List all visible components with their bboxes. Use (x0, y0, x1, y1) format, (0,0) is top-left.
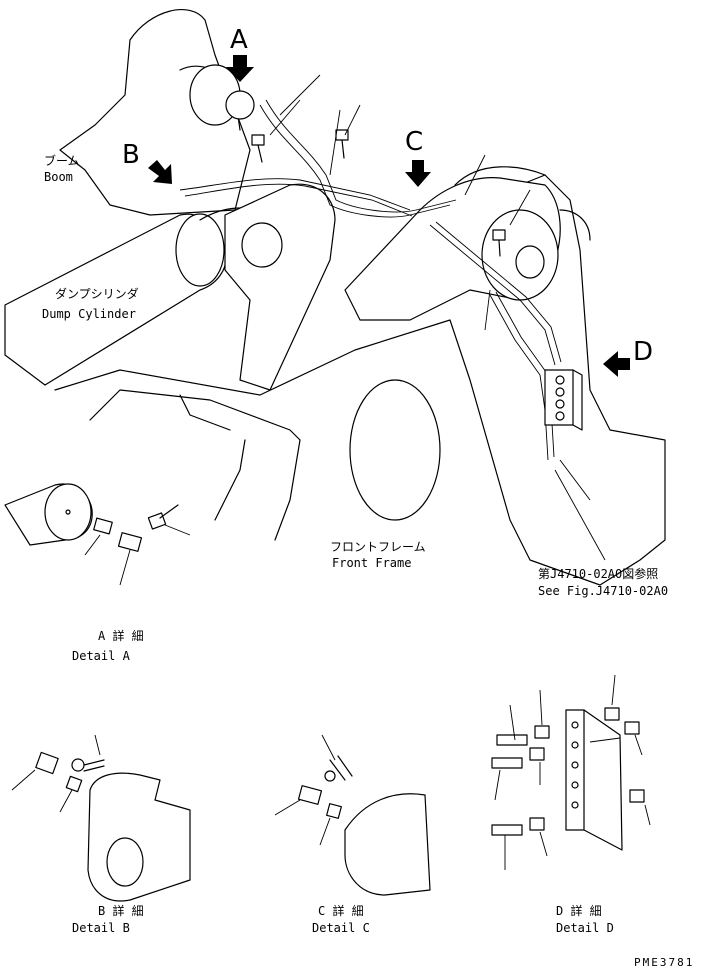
bolt (335, 129, 349, 159)
boom-label-en: Boom (44, 170, 73, 184)
detail-b-label-en: Detail B (72, 921, 130, 935)
main-assembly: A B C D ブーム Boom ダンプシリンダ Dump Cylinder フ… (4, 9, 668, 598)
front-frame-label-en: Front Frame (332, 556, 411, 570)
callout-arrow-c (405, 160, 431, 187)
detail-d-label-en: Detail D (556, 921, 614, 935)
callout-c: C (405, 127, 423, 157)
detail-c-label-jp: C 詳 細 (318, 903, 364, 918)
detail-b: B 詳 細 Detail B (11, 734, 191, 935)
boom (59, 9, 251, 216)
callout-d: D (633, 337, 653, 367)
boom-label-jp: ブーム (44, 153, 80, 168)
callout-a: A (230, 25, 248, 55)
front-frame-label-jp: フロントフレーム (330, 540, 426, 554)
detail-c-label-en: Detail C (312, 921, 370, 935)
see-figure-label-en: See Fig.J4710-02A0 (538, 584, 668, 598)
detail-b-label-jp: B 詳 細 (98, 903, 144, 918)
callout-arrow-b (148, 160, 172, 184)
callout-b: B (122, 140, 140, 170)
drawing-code: PME3781 (634, 956, 694, 969)
detail-a-label-jp: A 詳 細 (98, 628, 144, 643)
detail-a: A 詳 細 Detail A (4, 483, 191, 663)
callout-arrow-d (603, 351, 630, 377)
see-figure-label-jp: 第J4710-02A0図参照 (538, 566, 658, 581)
detail-c: C 詳 細 Detail C (274, 734, 431, 935)
detail-d: D 詳 細 Detail D (491, 674, 651, 935)
detail-d-label-jp: D 詳 細 (556, 903, 602, 918)
callout-arrow-a (226, 55, 254, 82)
bolt (492, 229, 506, 257)
dump-cylinder-label-en: Dump Cylinder (42, 307, 136, 321)
front-frame (54, 174, 666, 586)
dump-cylinder-label-jp: ダンプシリンダ (55, 286, 139, 301)
bellcrank (224, 183, 336, 391)
detail-a-label-en: Detail A (72, 649, 131, 663)
bolt (251, 134, 265, 163)
